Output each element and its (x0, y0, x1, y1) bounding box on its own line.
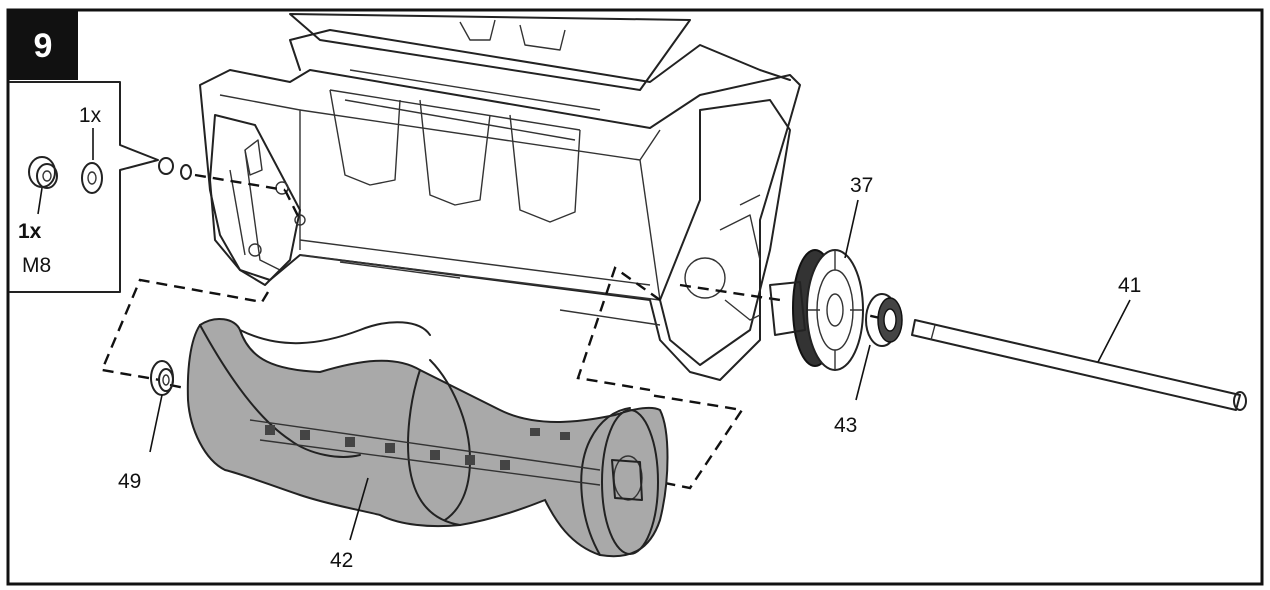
callout-label: 43 (834, 414, 857, 437)
callout-49: 49 (118, 394, 163, 493)
callout-42: 42 (330, 477, 369, 572)
callout-label: 41 (1118, 274, 1141, 297)
callout-43: 43 (834, 344, 871, 437)
washer-quantity: 1x (79, 104, 102, 127)
washer-icon (81, 162, 103, 194)
step-badge: 9 (8, 10, 78, 80)
hardware-inset: 1x 1x M8 (9, 81, 302, 293)
nut-quantity: 1x (18, 220, 42, 243)
callout-37: 37 (844, 174, 873, 259)
nut-part (158, 157, 174, 175)
pulley-37 (769, 249, 864, 371)
auger-housing (199, 13, 801, 381)
callout-label: 42 (330, 549, 353, 572)
callout-label: 49 (118, 470, 141, 493)
washer-part (180, 164, 192, 180)
nut-icon (28, 156, 58, 189)
nut-size: M8 (22, 254, 51, 277)
callout-label: 37 (850, 174, 873, 197)
step-number: 9 (34, 27, 53, 65)
callout-41: 41 (1097, 274, 1141, 363)
auger (186, 318, 669, 558)
shaft-41 (911, 319, 1247, 411)
bearing-43 (865, 293, 903, 347)
